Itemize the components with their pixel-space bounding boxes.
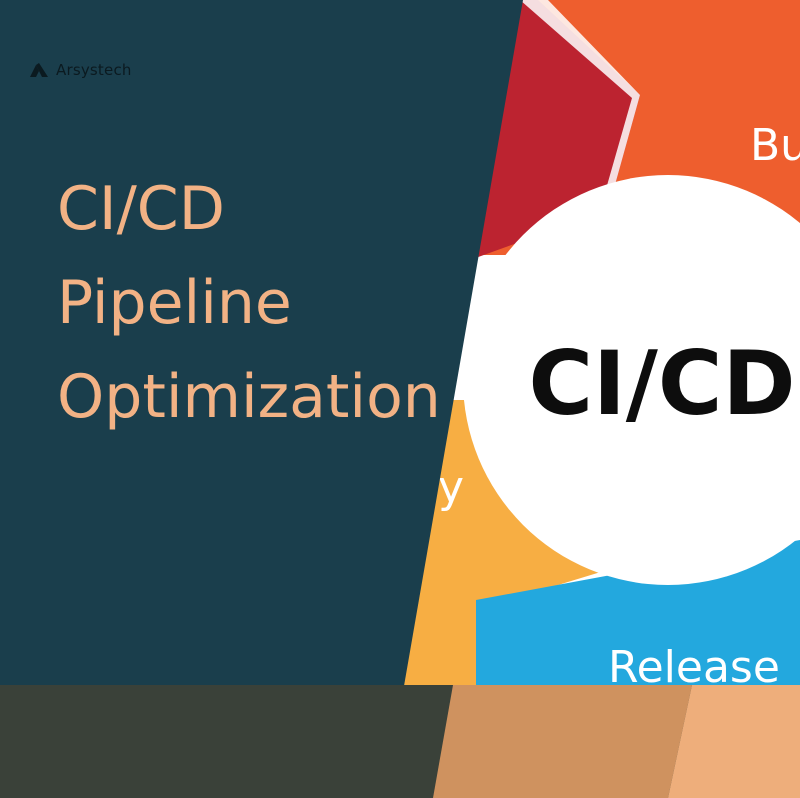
headline-line-1: CI/CD xyxy=(57,174,225,244)
cicd-cycle-graphic: CI/CD Bu Release y xyxy=(400,0,800,700)
bottom-band-light xyxy=(668,685,800,798)
headline-line-3: Optimization xyxy=(57,362,441,432)
build-segment-label: Bu xyxy=(750,120,800,171)
bottom-band-mid xyxy=(433,685,692,798)
release-segment-label: Release xyxy=(608,642,780,693)
brand-name: Arsystech xyxy=(56,61,132,79)
headline-line-2: Pipeline xyxy=(57,268,292,338)
brand-logo-icon xyxy=(30,63,48,77)
cicd-center-label: CI/CD xyxy=(528,332,795,435)
brand-lockup: Arsystech xyxy=(30,59,132,81)
title-panel xyxy=(0,0,523,686)
headline: CI/CD Pipeline Optimization xyxy=(57,162,441,444)
deploy-segment-label: y xyxy=(438,462,464,513)
release-segment xyxy=(476,540,800,700)
cicd-center-circle xyxy=(463,175,800,585)
segment-separator xyxy=(520,0,640,210)
